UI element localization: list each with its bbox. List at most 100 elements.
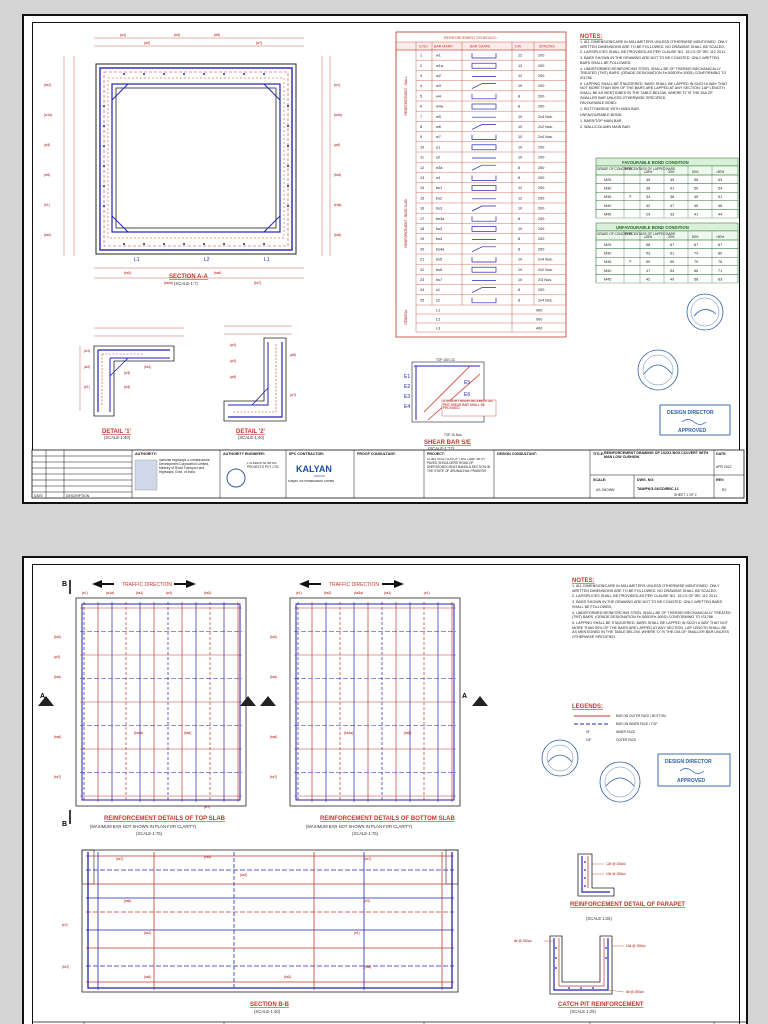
bond-value: 74 — [694, 252, 698, 256]
schedule-spacing: 2x4 Nos. — [538, 258, 553, 262]
bond-value: 55 — [670, 260, 674, 264]
schedule-bar-mark: bs1 — [436, 186, 442, 190]
bond-grade: M40 — [604, 269, 611, 273]
svg-text:L2: L2 — [204, 257, 210, 263]
schedule-dia: 10 — [518, 207, 522, 211]
schedule-spacing: 200 — [538, 84, 544, 88]
schedule-spacing: 2x2 Nos. — [538, 268, 553, 272]
sheet-number: SHEET 1 OF 2 — [674, 493, 697, 497]
svg-text:(w6): (w6) — [44, 173, 50, 177]
project-text: CONSTRUCTION OF TWO LANE WITH PAVED SHOU… — [427, 458, 490, 473]
bond-value: 87 — [694, 243, 698, 247]
design-director-label-2: DESIGN DIRECTOR — [665, 759, 712, 765]
schedule-sno: 5 — [420, 94, 422, 98]
schedule-dia: 10 — [518, 115, 522, 119]
schedule-spacing: 200 — [538, 237, 544, 241]
schedule-dia: 8 — [518, 298, 520, 302]
note-item: FAVOURABLE BOND: — [580, 101, 618, 106]
schedule-sno: 1 — [420, 54, 422, 58]
parapet-detail: 12# @ 150c/c 10# @ 150c/c REINFORCEMENT … — [570, 853, 685, 921]
schedule-spacing: 200 — [538, 54, 544, 58]
svg-text:(w1): (w1) — [120, 33, 126, 37]
detail-1: (w1)(w2)(w3)(w4)(e1)(bs1) DETAIL '1' (SC… — [79, 327, 184, 440]
kalyan-logo-sub: GROUP — [314, 474, 325, 478]
schedule-dia: 10 — [518, 145, 522, 149]
bond-grade: M35 — [604, 260, 611, 264]
length-label: L1 — [436, 308, 440, 312]
plan2-title: REINFORCEMENT DETAILS OF BOTTOM SLAB — [320, 816, 455, 822]
svg-text:E5: E5 — [464, 380, 470, 386]
section-b-b-title: SECTION B-B — [250, 1002, 290, 1008]
traffic-direction-right: TRAFFIC DIRECTION — [299, 580, 404, 588]
note-item: 2. LAP/SPLICES SHALL BE PROVIDED AS PER … — [580, 50, 727, 55]
bond-grade: M45 — [604, 212, 611, 216]
legend-inner: BAR ON INNER FACE / TOP — [616, 722, 657, 726]
schedule-spacing: 200 — [538, 207, 544, 211]
svg-text:(bs7): (bs7) — [116, 857, 123, 861]
note-item: 4. UNDEFORMED REINFORCING STEEL SHALL BE… — [572, 610, 731, 620]
schedule-dia: 8 — [518, 217, 520, 221]
svg-text:(e1): (e1) — [44, 203, 50, 207]
bond-header-col: 50% — [692, 235, 699, 239]
approved-label-2: APPROVED — [677, 778, 705, 784]
schedule-dia: 12 — [518, 74, 522, 78]
svg-text:(bs1): (bs1) — [136, 591, 143, 595]
scale-value: AS SHOWN — [596, 488, 615, 492]
svg-text:(bs4a): (bs4a) — [164, 281, 173, 285]
schedule-bar-mark: bs3a — [436, 217, 445, 221]
bond-value: 56 — [694, 178, 698, 182]
shear-scale: (SCALE-1:??) — [428, 446, 455, 451]
bond-header-col: 33% — [668, 170, 675, 174]
length-value: 900 — [536, 317, 542, 321]
title-block-2-edge — [32, 1021, 746, 1024]
bond-header-col: 50% — [692, 170, 699, 174]
schedule-sno: 20 — [420, 247, 424, 251]
svg-text:(bs7): (bs7) — [254, 281, 261, 285]
shear-note-bottom: TOP 10 Nos. — [444, 433, 462, 437]
date-value: APR 2022 — [716, 465, 732, 469]
schedule-bar-mark: w4 — [436, 94, 441, 98]
schedule-spacing: 2/3 Nos. — [538, 278, 552, 282]
bond-value: 44 — [718, 212, 722, 216]
schedule-sno: 6 — [420, 105, 422, 109]
schedule-dia: 8 — [518, 105, 520, 109]
design-director-stamp: DESIGN DIRECTOR APPROVED — [659, 404, 731, 436]
bar-shape-icon — [471, 175, 497, 181]
authority-label: AUTHORITY: — [135, 452, 157, 456]
section-a-a: (w1)(w2)(w4)(w5)(w7) (bs1)(w1a)(w3)(w6)(… — [44, 33, 342, 286]
scale-label: SCALE: — [593, 478, 606, 482]
bond-grade: M30 — [604, 187, 611, 191]
bond-value: 71 — [718, 269, 722, 273]
schedule-bar-mark: e4 — [436, 176, 440, 180]
svg-text:(bs3): (bs3) — [324, 591, 331, 595]
schedule-bar-mark: bs6 — [436, 268, 442, 272]
schedule-sno: 25 — [420, 298, 424, 302]
shear-note-top: TOP 150 C/C — [436, 358, 456, 362]
bar-shape-icon — [471, 226, 497, 232]
bond-value: 58 — [646, 243, 650, 247]
bond-value: 45 — [646, 178, 650, 182]
catch-bar-3: 8# @ 250c/c — [626, 990, 644, 994]
bond-value: 63 — [718, 178, 722, 182]
bond-header-col: ≤25% — [644, 170, 652, 174]
schedule-spacing: 200 — [538, 64, 544, 68]
section-b-b-scale: (SCALE-1:40) — [254, 1009, 281, 1014]
legend-title: LEGENDS: — [572, 704, 603, 710]
schedule-spacing: 250 — [538, 166, 544, 170]
bond-value: 76 — [718, 260, 722, 264]
svg-text:L1: L1 — [264, 257, 270, 263]
schedule-sno: 19 — [420, 237, 424, 241]
bar-shape-icon — [471, 216, 497, 222]
schedule-spacing: 250 — [538, 247, 544, 251]
svg-text:(w3): (w3) — [44, 143, 50, 147]
parapet-title: REINFORCEMENT DETAIL OF PARAPET — [570, 902, 685, 908]
schedule-dia: 10 — [518, 135, 522, 139]
schedule-sno: 11 — [420, 156, 424, 160]
svg-text:(w2): (w2) — [54, 655, 60, 659]
proof-consultant-label: PROOF CONSULTANT: — [357, 452, 396, 456]
title-label: TITLE: — [593, 452, 604, 456]
schedule-sno: 12 — [420, 166, 424, 170]
bond-value: 70 — [694, 260, 698, 264]
svg-text:(w7): (w7) — [204, 805, 210, 809]
schedule-sno: 4 — [420, 84, 422, 88]
